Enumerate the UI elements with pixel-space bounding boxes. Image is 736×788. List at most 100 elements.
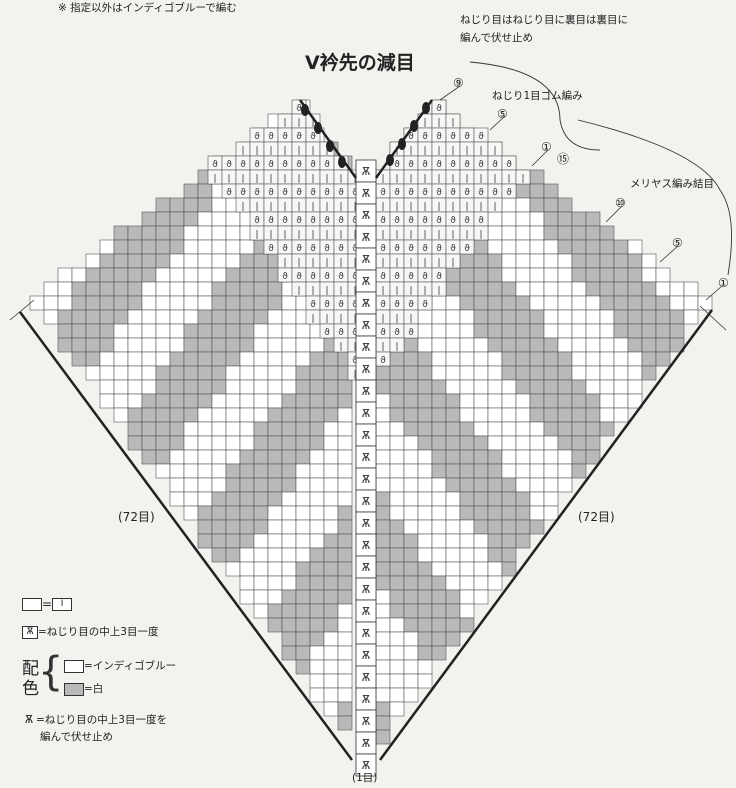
chart-cell	[267, 463, 283, 479]
stitch-symbol: |	[395, 342, 398, 352]
stitch-symbol: |	[325, 314, 328, 324]
chart-cell	[389, 645, 405, 661]
chart-cell	[459, 295, 475, 311]
stitch-symbol: |	[395, 230, 398, 240]
chart-cell	[417, 379, 433, 395]
stitch-symbol: |	[297, 118, 300, 128]
stitch-symbol: |	[437, 118, 440, 128]
chart-cell	[487, 477, 503, 493]
chart-cell	[613, 295, 629, 311]
chart-cell	[445, 533, 461, 549]
stitch-symbol: ϑ	[352, 300, 358, 310]
stitch-symbol: |	[297, 202, 300, 212]
chart-cell	[197, 393, 213, 409]
chart-cell	[295, 547, 311, 563]
chart-cell	[599, 309, 615, 325]
chart-cell	[501, 309, 517, 325]
legend-color-label-1: 配	[22, 659, 39, 679]
chart-cell	[543, 421, 559, 437]
chart-cell	[557, 267, 573, 283]
chart-cell	[487, 393, 503, 409]
stitch-symbol: ϑ	[268, 160, 274, 170]
chart-cell	[155, 267, 171, 283]
chart-cell	[239, 337, 255, 353]
decrease-symbol: Ѫ	[362, 693, 371, 706]
chart-cell	[543, 491, 559, 507]
chart-cell	[323, 673, 339, 689]
chart-cell	[253, 519, 269, 535]
chart-cell	[431, 547, 447, 563]
chart-cell	[183, 351, 199, 367]
chart-cell	[683, 281, 699, 297]
chart-cell	[599, 407, 615, 423]
chart-cell	[613, 351, 629, 367]
chart-cell	[169, 267, 185, 283]
chart-cell	[529, 477, 545, 493]
stitch-symbol: |	[409, 230, 412, 240]
stitch-symbol: |	[339, 230, 342, 240]
chart-cell	[403, 547, 419, 563]
chart-cell	[389, 617, 405, 633]
chart-cell	[323, 575, 339, 591]
chart-cell	[459, 323, 475, 339]
chart-cell	[697, 295, 713, 311]
chart-cell	[71, 295, 87, 311]
chart-cell	[529, 407, 545, 423]
chart-cell	[487, 463, 503, 479]
chart-cell	[543, 323, 559, 339]
stitch-symbol: |	[395, 314, 398, 324]
chart-cell	[323, 519, 339, 535]
stitch-symbol: ϑ	[352, 244, 358, 254]
chart-cell	[183, 281, 199, 297]
bind-off-note-2: 編んで伏せ止め	[460, 32, 533, 44]
chart-cell	[529, 253, 545, 269]
chart-cell	[669, 281, 685, 297]
row-number-5b: ⑤	[672, 236, 683, 250]
chart-cell	[267, 421, 283, 437]
chart-cell	[211, 477, 227, 493]
chart-cell	[127, 295, 143, 311]
chart-cell	[389, 547, 405, 563]
chart-cell	[459, 365, 475, 381]
stitch-symbol: ϑ	[268, 244, 274, 254]
stitch-symbol: ϑ	[282, 160, 288, 170]
chart-cell	[403, 645, 419, 661]
stitch-symbol: |	[241, 202, 244, 212]
chart-cell	[141, 225, 157, 241]
chart-cell	[323, 407, 339, 423]
chart-cell	[417, 645, 433, 661]
stitch-symbol: ϑ	[422, 300, 428, 310]
chart-cell	[585, 435, 601, 451]
chart-cell	[571, 253, 587, 269]
stitch-symbol: ϑ	[352, 188, 358, 198]
chart-cell	[57, 323, 73, 339]
chart-cell	[281, 323, 297, 339]
chart-cell	[211, 225, 227, 241]
chart-cell	[627, 309, 643, 325]
chart-cell	[239, 575, 255, 591]
stitch-symbol: ϑ	[450, 188, 456, 198]
chart-cell	[337, 421, 353, 437]
chart-cell	[183, 239, 199, 255]
stitch-symbol: ϑ	[296, 244, 302, 254]
chart-cell	[113, 379, 129, 395]
chart-cell	[389, 505, 405, 521]
chart-cell	[585, 379, 601, 395]
chart-cell	[57, 337, 73, 353]
stitch-symbol: ϑ	[240, 188, 246, 198]
chart-cell	[417, 547, 433, 563]
stitch-symbol: ϑ	[394, 244, 400, 254]
chart-cell	[155, 211, 171, 227]
chart-cell	[445, 575, 461, 591]
chart-cell	[99, 267, 115, 283]
chart-cell	[487, 239, 503, 255]
chart-cell	[501, 435, 517, 451]
stitch-symbol: |	[339, 286, 342, 296]
stitch-symbol: ϑ	[310, 216, 316, 226]
chart-cell	[295, 421, 311, 437]
stitch-symbol: ϑ	[394, 188, 400, 198]
chart-cell	[655, 351, 671, 367]
stitch-symbol: ϑ	[408, 132, 414, 142]
chart-cell	[99, 239, 115, 255]
chart-cell	[253, 253, 269, 269]
